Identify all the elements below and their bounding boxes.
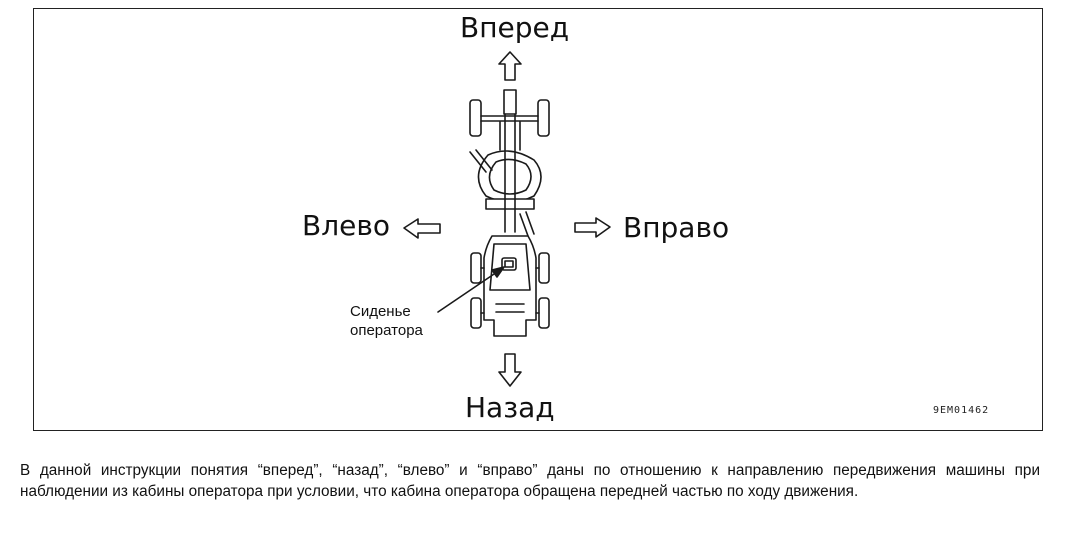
left-label: Влево	[302, 209, 390, 242]
caption-text: В данной инструкции понятия “вперед”, “н…	[20, 462, 1040, 500]
forward-arrow-icon	[498, 51, 522, 81]
right-arrow-icon	[574, 217, 611, 238]
operator-seat-label-line2: оператора	[350, 322, 423, 339]
operator-seat-label: Сиденье оператора	[350, 302, 423, 340]
figure-code: 9EM01462	[933, 405, 990, 416]
forward-label: Вперед	[460, 11, 570, 44]
left-arrow-icon	[403, 218, 441, 239]
operator-seat-label-line1: Сиденье	[350, 303, 411, 320]
right-label: Вправо	[623, 211, 730, 244]
machine-outline	[469, 89, 550, 337]
diagram-frame	[33, 8, 1043, 431]
back-arrow-icon	[498, 353, 522, 387]
seat-leader-arrow	[437, 266, 505, 313]
back-label: Назад	[465, 391, 555, 424]
